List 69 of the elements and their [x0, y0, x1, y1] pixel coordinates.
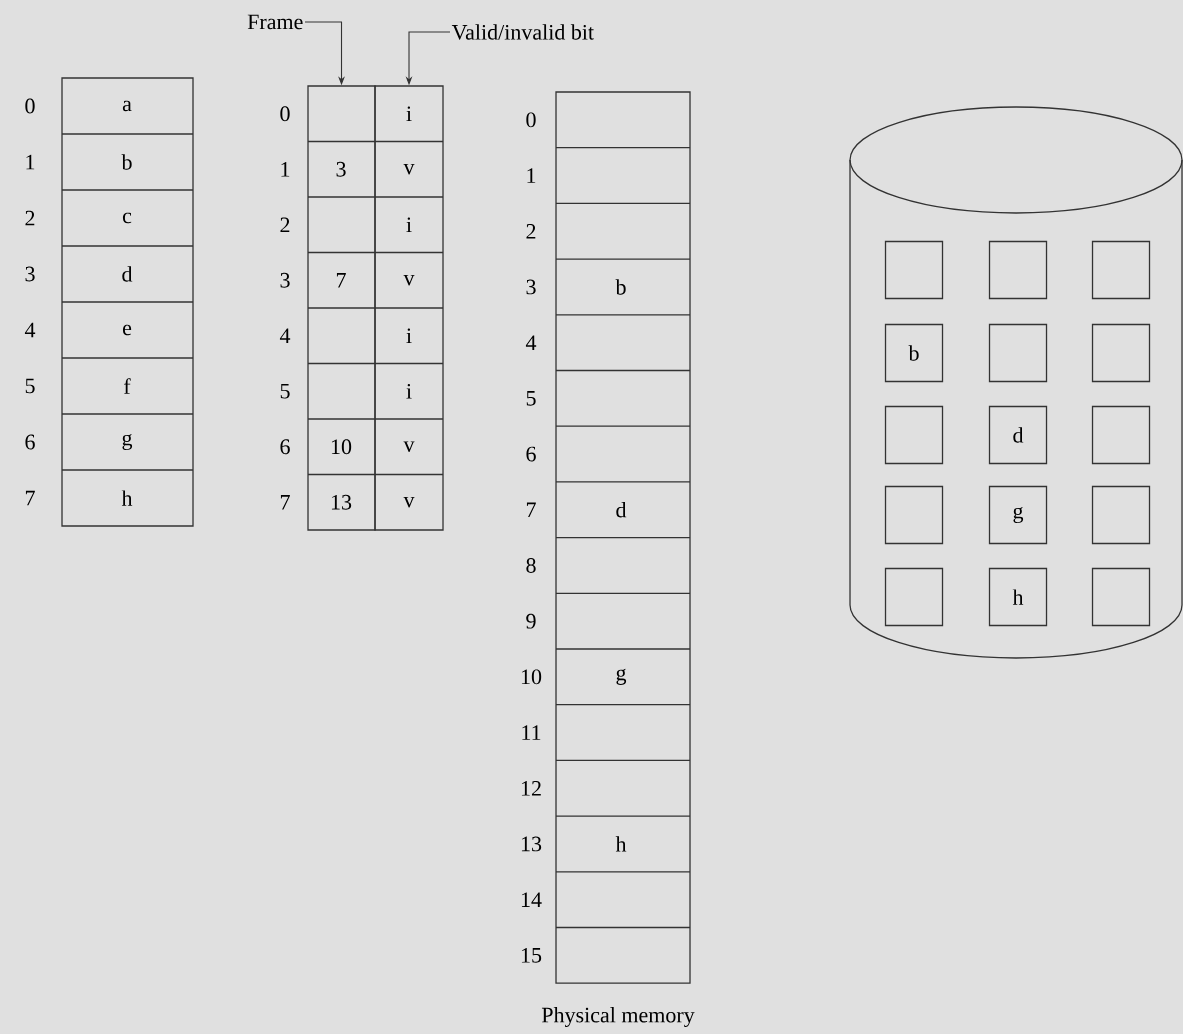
row-index: 6 — [25, 434, 35, 450]
row-index: 4 — [24, 322, 36, 338]
table-cell: a — [122, 100, 132, 112]
table-cell: v — [403, 275, 415, 286]
table-column — [307, 85, 376, 531]
table-cell: v — [403, 164, 415, 175]
page-square — [1091, 323, 1151, 383]
table-cell: v — [403, 441, 415, 452]
table-cell: b — [615, 279, 626, 295]
row-index: 9 — [526, 613, 536, 629]
page-square: h — [988, 567, 1048, 627]
table-column — [374, 85, 444, 531]
row-index: 0 — [25, 98, 35, 114]
row-index: 3 — [25, 266, 35, 282]
table-cell: h — [121, 490, 133, 506]
leader-label: Valid/invalid bit — [451, 24, 594, 40]
row-index: 7 — [25, 490, 35, 506]
page-square: b — [884, 323, 944, 383]
row-index: 2 — [526, 223, 536, 239]
page-square — [884, 485, 944, 545]
table-cell: 3 — [336, 161, 346, 177]
table-cell: g — [122, 434, 133, 451]
page-square — [884, 567, 944, 627]
table-cell: e — [123, 324, 132, 336]
row-index: 6 — [526, 446, 536, 462]
table-cell: d — [616, 502, 627, 518]
row-index: 1 — [527, 168, 536, 183]
table-cell: i — [406, 383, 412, 399]
page-square — [988, 323, 1048, 383]
page-square — [884, 405, 944, 465]
table-cell: 13 — [331, 494, 352, 510]
table-cell: h — [615, 836, 627, 852]
row-index: 7 — [526, 502, 536, 517]
row-index: 0 — [526, 112, 536, 128]
row-index: 11 — [522, 725, 541, 740]
row-index: 5 — [25, 378, 35, 394]
table-cell: d — [122, 266, 133, 282]
page-square: g — [988, 485, 1048, 545]
table-cell: i — [406, 106, 412, 122]
row-index: 13 — [521, 836, 542, 852]
table-cell: i — [406, 217, 412, 233]
table-cell: v — [403, 497, 415, 508]
page-square: d — [988, 405, 1048, 465]
page-square — [1091, 240, 1151, 300]
page-square — [884, 240, 944, 300]
disk-cylinder — [849, 106, 1183, 659]
table-cell: 10 — [331, 439, 352, 455]
row-index: 5 — [526, 391, 536, 406]
row-index: 12 — [521, 780, 541, 796]
row-index: 14 — [521, 892, 542, 907]
table-cell: g — [616, 668, 627, 685]
row-index: 2 — [25, 210, 35, 226]
table-cell: 7 — [336, 273, 346, 288]
table-caption: Physical memory — [541, 1007, 695, 1027]
row-index: 8 — [526, 558, 536, 573]
page-square — [1091, 405, 1151, 465]
table-cell: c — [122, 212, 132, 224]
table-cell: b — [121, 154, 132, 170]
row-index: 3 — [526, 279, 536, 295]
leader-label: Frame — [247, 14, 303, 30]
row-index: 15 — [521, 948, 542, 963]
page-square — [988, 240, 1048, 300]
page-square — [1091, 485, 1151, 545]
table-cell: f — [124, 378, 131, 394]
row-index: 1 — [26, 154, 35, 170]
page-square — [1091, 567, 1151, 627]
table-cell: i — [406, 328, 412, 344]
row-index: 10 — [521, 669, 542, 685]
row-index: 4 — [525, 335, 537, 350]
